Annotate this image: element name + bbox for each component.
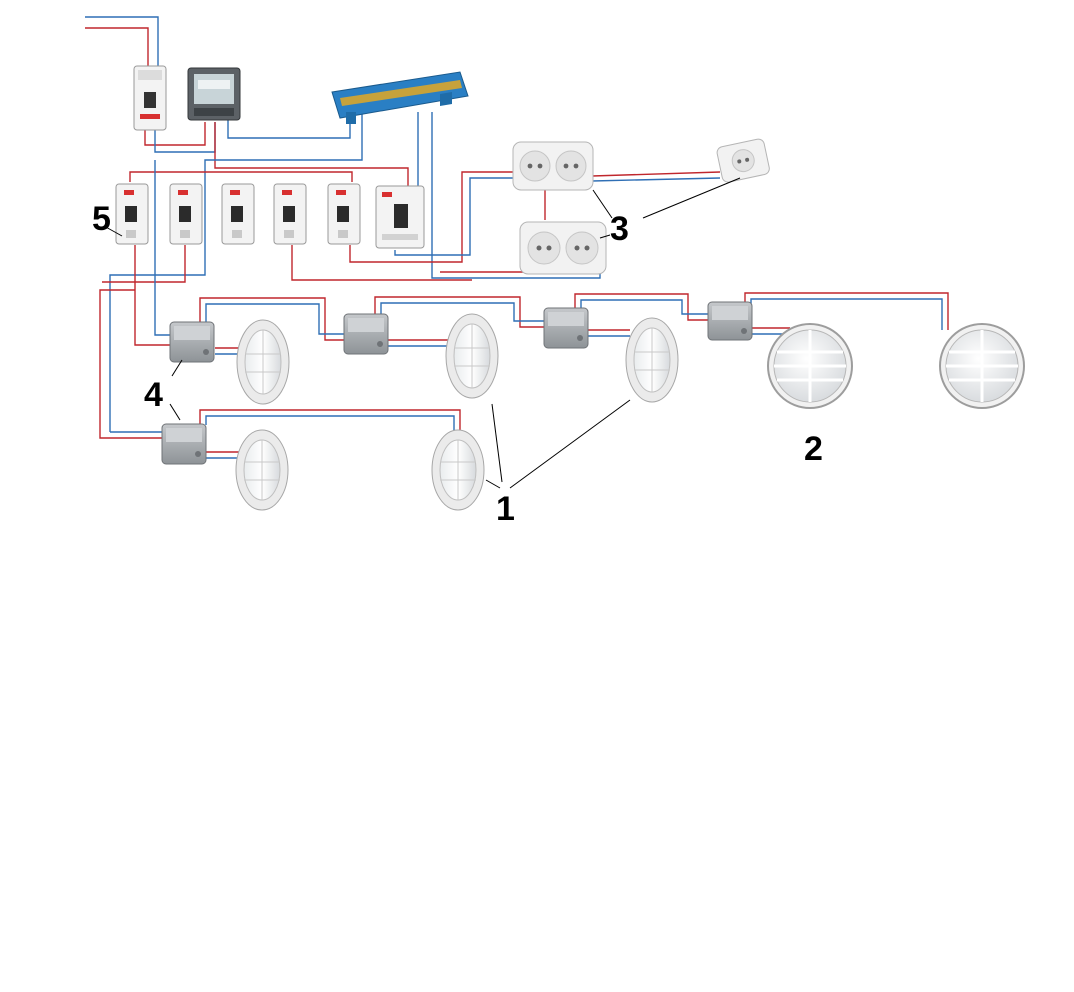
rcd-to-socket-neutral [394,177,515,256]
upper-trunk2-neutral [380,302,545,322]
callout-3: 3 [610,210,629,248]
lower-trunk-phase [199,409,461,432]
incoming-phase-wire [85,27,149,68]
breaker-phase-bus [129,171,353,182]
oval-lamps [235,313,679,511]
callout-1: 1 [496,490,515,528]
breaker2-phase [102,245,186,283]
main-breaker [133,65,167,131]
breaker1-phase [134,245,170,346]
leader-1-a [491,403,503,483]
round-lamp-2 [939,323,1025,409]
electricity-meter [187,67,241,121]
upper-trunk-neutral [205,303,345,335]
upper-trunk2-phase [374,296,545,328]
meter-phase-feed [214,122,409,188]
breaker-5 [327,183,361,245]
leader-1-b [485,479,501,489]
wires [85,16,949,459]
breaker-3 [221,183,255,245]
bus-neutral-feed [109,112,363,432]
callout-2: 2 [804,430,823,468]
oval-lamp-5 [431,429,485,511]
single-socket [716,138,770,183]
upper-trunk3-neutral [580,299,710,315]
meter-neutral-to-bus [227,112,351,139]
callout-5: 5 [92,200,111,238]
leader-1-c [509,399,631,489]
upper-trunk-phase [199,297,345,341]
leader-5 [103,225,123,237]
round-lamp-1 [767,323,853,409]
rcd-device [375,185,425,249]
junction-box-4 [707,301,753,341]
leader-lines [103,177,741,489]
junction-box-3 [543,307,589,349]
upper-trunk3-phase [574,293,710,321]
junction-box-2 [343,313,389,355]
upper-trunk4-neutral [750,298,943,330]
round-lamps [767,323,1025,409]
socket1-to-socket-single-phase [591,171,721,177]
group-breakers [115,183,425,249]
lower-row-phase [99,289,165,439]
oval-lamp-1 [236,319,290,405]
oval-lamp-2 [445,313,499,399]
upper-trunk4-phase [744,292,949,330]
breaker4-phase [291,245,472,281]
leader-3-c [642,177,741,219]
leader-4-b [169,403,181,421]
double-socket-upper [512,141,594,191]
leader-3-b [599,234,611,239]
callout-4: 4 [144,376,163,414]
junction-box-1 [169,321,215,363]
breaker-2 [169,183,203,245]
main-to-meter-phase [144,122,206,146]
lower-trunk-neutral [205,415,455,432]
incoming-neutral-wire [85,16,159,68]
breaker2-neutral [154,160,170,336]
oval-lamp-4 [235,429,289,511]
leader-4-a [171,359,183,377]
sockets [512,138,770,275]
oval-lamp-3 [625,317,679,403]
double-socket-lower [519,221,607,275]
breaker-4 [273,183,307,245]
junction-boxes [161,301,753,465]
callout-labels: 1 2 3 4 5 [92,200,823,528]
socket1-to-socket-single-neutral [591,177,721,182]
rcd-to-socket-phase [349,171,515,263]
breaker-1 [115,183,149,245]
leader-3-a [592,189,613,219]
junction-box-5 [161,423,207,465]
neutral-bus-bar [331,71,469,124]
